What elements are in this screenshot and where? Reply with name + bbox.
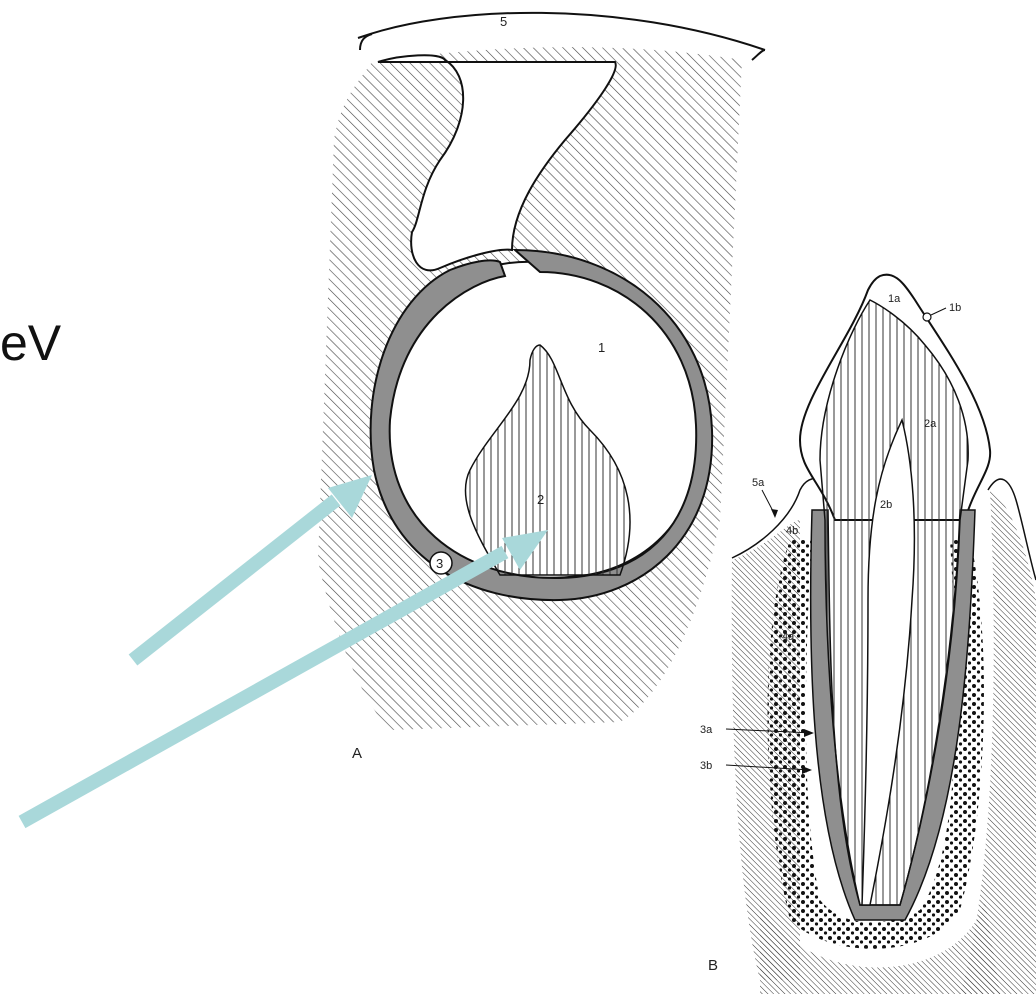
label-2b: 2b [880,499,892,511]
label-3a: 3a [700,724,713,736]
label-5: 5 [500,14,507,29]
label-3b: 3b [700,760,712,772]
label-1b: 1b [949,302,961,314]
panel-b: 1a 1b 2a 2b 5a 4b 4a 3a 3b B [700,275,1036,994]
panel-a: 5 1 2 3 A [318,13,765,762]
label-1a: 1a [888,293,901,305]
panel-letter-a: A [352,745,362,762]
label-1b-marker [923,313,931,321]
label-4b: 4b [786,525,798,537]
label-5a: 5a [752,477,765,489]
label-1: 1 [598,340,605,355]
label-2a: 2a [924,418,937,430]
label-2: 2 [537,492,544,507]
oral-epithelium [358,13,765,50]
label-3: 3 [436,556,443,571]
label-4a: 4a [782,631,795,643]
panel-letter-b: B [708,957,718,974]
